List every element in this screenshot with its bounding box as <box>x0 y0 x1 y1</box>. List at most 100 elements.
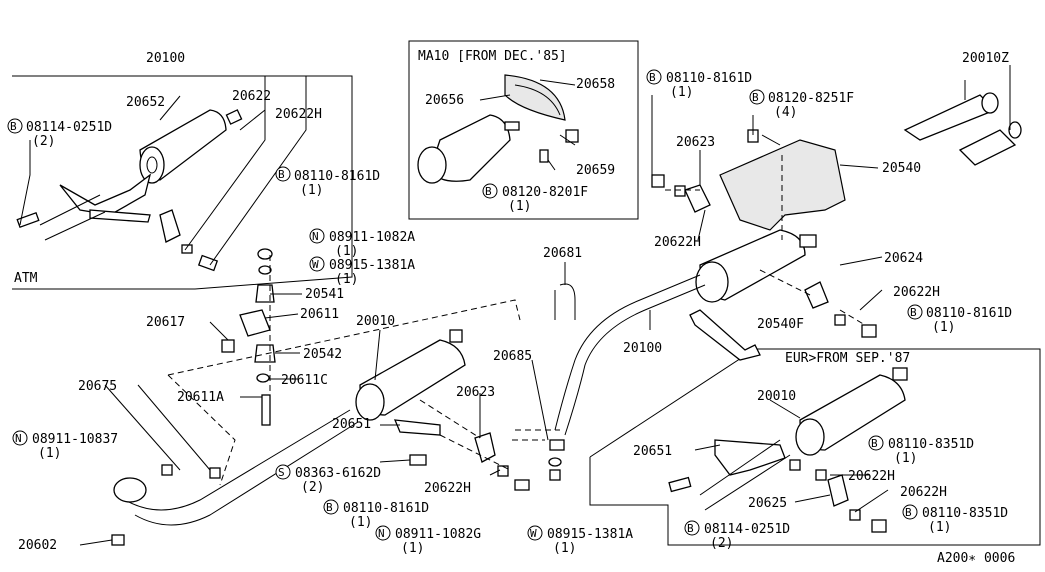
bolt-b7-code: 08110-8161D <box>343 501 429 516</box>
bolt-b3-letter: B <box>485 185 492 198</box>
label-20540F: 20540F <box>757 317 804 332</box>
label-20617: 20617 <box>146 315 185 330</box>
bolt-b5-code: 08120-8251F <box>768 91 854 106</box>
washer-w1: W 08915-1381A (1) <box>309 256 415 287</box>
nut-n3-qty: (1) <box>401 541 424 556</box>
bolt-b8-code: 08110-8351D <box>888 437 974 452</box>
label-20540: 20540 <box>882 161 921 176</box>
label-20622H-c: 20622H <box>893 285 940 300</box>
bolt-b6-code: 08110-8161D <box>926 306 1012 321</box>
bolt-b9: B 08114-0251D (2) <box>684 520 790 551</box>
nut-n2-letter: N <box>15 432 22 445</box>
ma10-label: MA10 [FROM DEC.'85] <box>418 49 567 64</box>
label-20611A: 20611A <box>177 390 224 405</box>
washer-w2-code: 08915-1381A <box>547 527 633 542</box>
bolt-b9-code: 08114-0251D <box>704 522 790 537</box>
nut-n1-letter: N <box>312 230 319 243</box>
washer-w2-letter: W <box>530 527 537 540</box>
bolt-b5-letter: B <box>752 91 759 104</box>
label-20611C: 20611C <box>281 373 328 388</box>
nut-n1-code: 08911-1082A <box>329 230 415 245</box>
bolt-b4-letter: B <box>649 71 656 84</box>
bolt-b4-code: 08110-8161D <box>666 71 752 86</box>
bolt-b8-letter: B <box>871 437 878 450</box>
kit-20010Z <box>903 92 1022 166</box>
label-20010-mid: 20010 <box>356 314 395 329</box>
atm-frame: ATM <box>12 75 353 290</box>
label-20010Z: 20010Z <box>962 51 1009 66</box>
bolt-b10-letter: B <box>905 506 912 519</box>
label-20622H-d: 20622H <box>424 481 471 496</box>
bolt-b7-letter: B <box>326 501 333 514</box>
bracket-20651 <box>393 419 530 491</box>
atm-label: ATM <box>14 271 38 286</box>
screw-s1: S 08363-6162D (2) <box>275 464 381 495</box>
hanger-group <box>221 248 276 426</box>
label-20622-a: 20622 <box>232 89 271 104</box>
center-muffler <box>355 329 466 421</box>
label-20651-eur: 20651 <box>633 444 672 459</box>
label-20542: 20542 <box>303 347 342 362</box>
label-20651-mid: 20651 <box>332 417 371 432</box>
main-pipe <box>111 274 706 546</box>
label-20622H-f: 20622H <box>900 485 947 500</box>
bolt-b2-letter: B <box>278 168 285 181</box>
bolt-b1-letter: B <box>10 120 17 133</box>
label-20622H-a: 20622H <box>275 107 322 122</box>
bolt-b1-code: 08114-0251D <box>26 120 112 135</box>
label-20100-top: 20100 <box>146 51 185 66</box>
nut-n3-letter: N <box>378 527 385 540</box>
bolt-b4: B 08110-8161D (1) <box>646 69 752 100</box>
label-20652: 20652 <box>126 95 165 110</box>
nut-n3-code: 08911-1082G <box>395 527 481 542</box>
label-20611: 20611 <box>300 307 339 322</box>
washer-w1-letter: W <box>312 258 319 271</box>
bolt-b2-qty: (1) <box>300 183 323 198</box>
bolt-b7-qty: (1) <box>349 515 372 530</box>
eur-label: EUR>FROM SEP.'87 <box>785 351 910 366</box>
label-20100-mid: 20100 <box>623 341 662 356</box>
bolt-b5: B 08120-8251F (4) <box>749 89 854 120</box>
label-20656: 20656 <box>425 93 464 108</box>
nut-n2-code: 08911-10837 <box>32 432 118 447</box>
label-20625: 20625 <box>748 496 787 511</box>
bolt-b3: B 08120-8201F (1) <box>482 183 588 214</box>
bolt-b10-code: 08110-8351D <box>922 506 1008 521</box>
bolt-b2-code: 08110-8161D <box>294 169 380 184</box>
nut-n1: N 08911-1082A (1) <box>309 228 415 259</box>
label-20602: 20602 <box>18 538 57 553</box>
bolt-b9-qty: (2) <box>710 536 733 551</box>
bolt-b6-qty: (1) <box>932 320 955 335</box>
ma10-muffler <box>417 74 579 184</box>
nut-n2: N 08911-10837 (1) <box>12 430 118 461</box>
bolt-b8: B 08110-8351D (1) <box>868 435 974 466</box>
bolt-b10: B 08110-8351D (1) <box>902 504 1008 535</box>
bolt-b6-letter: B <box>910 306 917 319</box>
label-20681: 20681 <box>543 246 582 261</box>
eur-frame: EUR>FROM SEP.'87 <box>589 348 1041 546</box>
nut-n1-qty: (1) <box>335 244 358 259</box>
nut-n3: N 08911-1082G (1) <box>375 525 481 556</box>
bolt-b1: B 08114-0251D (2) <box>7 118 112 149</box>
washer-w1-qty: (1) <box>335 272 358 287</box>
label-20622H-b: 20622H <box>654 235 701 250</box>
washer-w2-qty: (1) <box>553 541 576 556</box>
leader-lines <box>19 65 1011 546</box>
bolt-b6: B 08110-8161D (1) <box>907 304 1012 335</box>
figure-id: A200∗ 0006 <box>937 551 1015 566</box>
bolt-b4-qty: (1) <box>670 85 693 100</box>
label-20623-top: 20623 <box>676 135 715 150</box>
bolt-b9-letter: B <box>687 522 694 535</box>
label-20659: 20659 <box>576 163 615 178</box>
eur-muffler <box>668 367 908 533</box>
bolt-b8-qty: (1) <box>894 451 917 466</box>
atm-muffler <box>16 109 243 272</box>
label-20685: 20685 <box>493 349 532 364</box>
label-20658: 20658 <box>576 77 615 92</box>
bolt-b3-code: 08120-8201F <box>502 185 588 200</box>
screw-s1-qty: (2) <box>301 480 324 495</box>
bolt-b5-qty: (4) <box>774 105 797 120</box>
washer-w1-code: 08915-1381A <box>329 258 415 273</box>
label-20010-eur: 20010 <box>757 389 796 404</box>
